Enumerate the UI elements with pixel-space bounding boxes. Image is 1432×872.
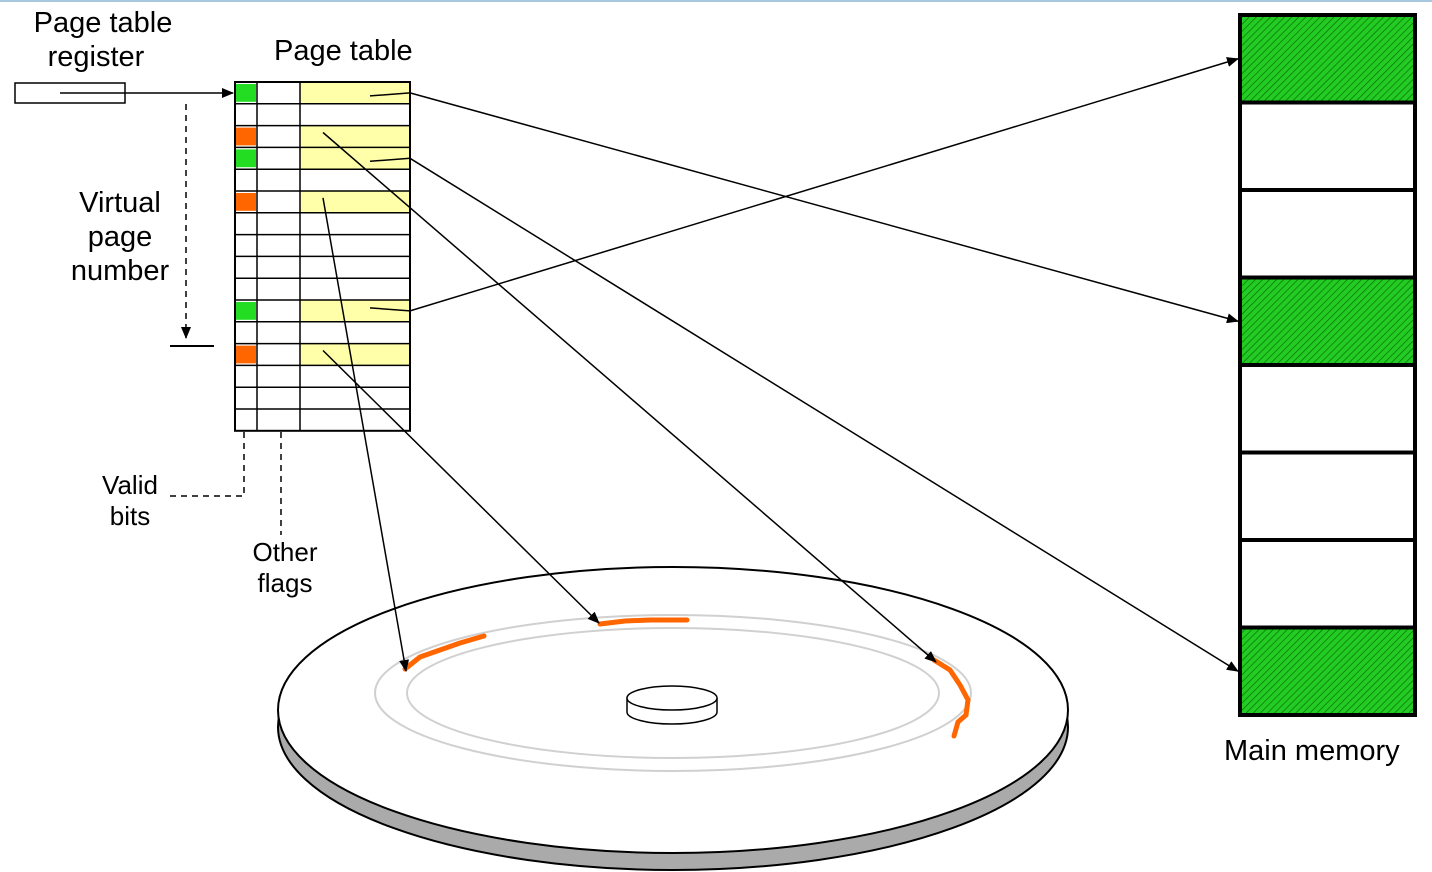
valid-bits-label: Valid bits bbox=[92, 470, 168, 531]
page-table-register-label: Page table register bbox=[20, 6, 186, 74]
disk-segment-left bbox=[402, 633, 487, 672]
mapping-arrows bbox=[322, 57, 1239, 672]
other-flags-line-1: Other bbox=[252, 537, 318, 567]
page-table-row bbox=[236, 147, 410, 170]
mapping-stub bbox=[369, 157, 411, 163]
mapping-stub bbox=[369, 92, 411, 97]
valid-bit-on-disk bbox=[236, 127, 256, 146]
disk-segment-top bbox=[597, 617, 690, 627]
disk-mapping-arrow bbox=[322, 197, 410, 672]
memory-frame-occupied bbox=[1240, 277, 1415, 365]
valid-bit-present bbox=[236, 84, 256, 102]
disk-segment-right bbox=[931, 657, 971, 739]
disk-mapping-arrow bbox=[322, 349, 600, 624]
memory-frame-occupied bbox=[1240, 15, 1415, 103]
main-memory-label: Main memory bbox=[1224, 735, 1400, 767]
page-table-title: Page table bbox=[274, 35, 413, 67]
memory-frame-free bbox=[1240, 452, 1415, 540]
memory-mapping-arrow bbox=[409, 57, 1239, 312]
vpn-label-line-1: Virtual bbox=[79, 187, 161, 219]
memory-mapping-arrow bbox=[409, 92, 1239, 324]
valid-bit-present bbox=[236, 149, 256, 168]
page-table bbox=[234, 81, 411, 432]
memory-frame-occupied bbox=[1240, 627, 1415, 715]
page-address-cell bbox=[300, 191, 410, 213]
memory-frame-free bbox=[1240, 365, 1415, 453]
disk-mapping-arrow bbox=[322, 131, 937, 663]
page-table-row bbox=[236, 125, 410, 148]
page-address-cell bbox=[300, 125, 410, 148]
valid-bits-leader bbox=[165, 432, 245, 497]
page-address-cell bbox=[300, 82, 410, 104]
vpn-label-line-3: number bbox=[70, 255, 170, 288]
page-address-cell bbox=[300, 300, 410, 322]
vpn-label-line-2: page bbox=[87, 221, 153, 254]
other-flags-line-2: flags bbox=[257, 567, 313, 598]
main-memory bbox=[1238, 13, 1417, 717]
page-table-row bbox=[236, 82, 410, 104]
virtual-page-number-label: Virtual page number bbox=[58, 186, 182, 289]
disk-spindle bbox=[626, 685, 718, 725]
memory-frame-free bbox=[1240, 102, 1415, 190]
disk bbox=[277, 566, 1069, 871]
memory-mapping-arrow bbox=[409, 157, 1239, 672]
disk-track-inner bbox=[406, 627, 940, 759]
page-table-row bbox=[236, 191, 410, 213]
memory-frame-free bbox=[1240, 190, 1415, 278]
page-address-cell bbox=[300, 343, 410, 366]
page-address-cell bbox=[300, 147, 410, 170]
mapping-stub bbox=[369, 307, 411, 312]
valid-bit-present bbox=[236, 302, 256, 320]
valid-bit-on-disk bbox=[236, 193, 256, 211]
other-flags-label: Other flags bbox=[240, 537, 330, 598]
register-label-line-1: Page table bbox=[33, 7, 173, 39]
page-table-row bbox=[236, 300, 410, 322]
valid-bits-line-2: bits bbox=[109, 500, 151, 531]
disk-track-outer bbox=[374, 614, 972, 772]
valid-bit-on-disk bbox=[236, 345, 256, 364]
page-table-row bbox=[236, 343, 410, 366]
valid-bits-line-1: Valid bbox=[102, 470, 158, 500]
memory-frame-free bbox=[1240, 540, 1415, 628]
register-label-line-2: register bbox=[47, 41, 145, 74]
